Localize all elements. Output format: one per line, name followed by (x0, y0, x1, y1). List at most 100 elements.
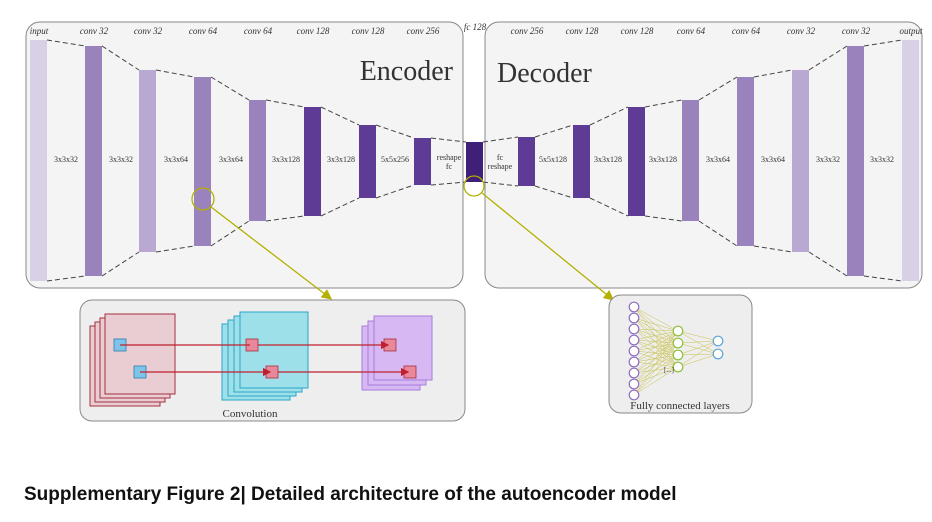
dec-layer-conv64-a (682, 100, 699, 221)
dec-header-0: conv 256 (511, 26, 544, 36)
dec-label-2: 3x3x128 (594, 155, 622, 164)
fc-neuron-layer-0 (628, 312, 640, 324)
enc-label-6: 5x5x256 (381, 155, 409, 164)
fc-edge (633, 342, 679, 363)
fc-edge (633, 317, 679, 368)
convolution-label: Convolution (222, 408, 278, 420)
dec-label-5: 3x3x64 (761, 155, 785, 164)
connector-9-bottom (534, 185, 574, 199)
fc-edge (633, 306, 679, 344)
connector-1-bottom (101, 251, 140, 277)
fc-edge (633, 317, 679, 344)
conv-feature-maps (221, 311, 309, 401)
enc-header-7: conv 256 (407, 26, 440, 36)
fc-neuron-layer-2 (712, 335, 724, 347)
dec-layer-conv256 (518, 137, 535, 186)
bottleneck-header: fc 128 (464, 22, 487, 32)
connector-5-top (320, 106, 360, 126)
enc-layer-conv128-a (304, 107, 321, 216)
decoder-layers (518, 40, 919, 281)
fc-edge (677, 340, 719, 344)
dec-label-3: 3x3x128 (649, 155, 677, 164)
fc-edge (633, 328, 679, 332)
dec-header-5: conv 32 (787, 26, 816, 36)
enc-label-2: 3x3x64 (164, 155, 188, 164)
fc-edge (633, 330, 679, 374)
fc-neuron-layer-0 (628, 356, 640, 368)
connector-10-top (589, 106, 629, 126)
fc-edge (677, 353, 719, 356)
fc-neuron-layer-0 (628, 334, 640, 346)
fc-edge (633, 354, 679, 374)
decoder-title: Decoder (497, 58, 593, 89)
connector-4-top (265, 99, 305, 108)
input-feature-maps (89, 313, 176, 407)
enc-layer-conv64-a (194, 77, 211, 246)
enc-label-1: 3x3x32 (109, 155, 133, 164)
output-feature-maps (361, 315, 433, 391)
encoder-title: Encoder (360, 56, 454, 87)
connector-8-bottom (482, 181, 519, 187)
fc-edge (633, 328, 679, 356)
dec-layer-conv32-b (847, 46, 864, 276)
fc-edge (677, 330, 719, 355)
fc-neuron-layer-0 (628, 378, 640, 390)
dec-layer-conv64-b (737, 77, 754, 246)
fc-edge (633, 339, 679, 344)
dec-header-1: conv 128 (566, 26, 599, 36)
dec-layer-conv32-a (792, 70, 809, 252)
fc-edge (633, 306, 679, 332)
enc-header-6: conv 128 (352, 26, 385, 36)
fc-neuron-layer-1 (672, 361, 684, 373)
fc-edge (677, 330, 719, 342)
fc-edge (677, 353, 719, 368)
connector-7-top (430, 137, 467, 143)
fc-edge (633, 366, 679, 396)
fc-edge (633, 306, 679, 368)
fc-edge (633, 317, 679, 356)
dec-layer-conv128-a (573, 125, 590, 198)
enc-header-3: conv 64 (189, 26, 218, 36)
dec-label-1: 5x5x128 (539, 155, 567, 164)
enc-layer-conv32-a (85, 46, 102, 276)
fc-neuron-layer-1 (672, 325, 684, 337)
bottleneck-fc128 (466, 142, 483, 182)
fc-edge (633, 330, 679, 341)
dec-header-7: output (899, 26, 923, 36)
enc-layer-conv64-b (249, 100, 266, 221)
connector-6-top (375, 124, 415, 139)
fc-edge (633, 342, 679, 352)
fc-edge (633, 342, 679, 396)
fc-neuron-layer-0 (628, 367, 640, 379)
enc-header-0: input (30, 26, 49, 36)
fc-edge (633, 354, 679, 385)
dec-layer-output (902, 40, 919, 281)
connector-11-top (644, 99, 683, 108)
fc-edge (633, 339, 679, 356)
fc-neuron-layer-2 (712, 348, 724, 360)
fc-edge (633, 330, 679, 396)
fc-neuron-layer-0 (628, 301, 640, 313)
dec-label-7: 3x3x32 (870, 155, 894, 164)
enc-header-4: conv 64 (244, 26, 273, 36)
fc-neuron-layer-0 (628, 323, 640, 335)
fc-edge (633, 328, 679, 368)
dec-layer-conv128-b (628, 107, 645, 216)
connector-11-bottom (644, 215, 683, 222)
enc-layer-conv32-b (139, 70, 156, 252)
dec-header-6: conv 32 (842, 26, 871, 36)
fc-edge (633, 350, 679, 368)
fc-edge (677, 340, 719, 356)
enc-label-4: 3x3x128 (272, 155, 300, 164)
fc-highlight-circle (463, 175, 485, 197)
fc-connections (633, 306, 719, 396)
enc-label-0: 3x3x32 (54, 155, 78, 164)
connector-10-bottom (589, 197, 629, 217)
conv-pointer-arrow (210, 206, 333, 300)
fc-edge (633, 317, 679, 332)
fc-edge (677, 342, 719, 355)
fc-ellipsis: [...] (664, 366, 674, 374)
